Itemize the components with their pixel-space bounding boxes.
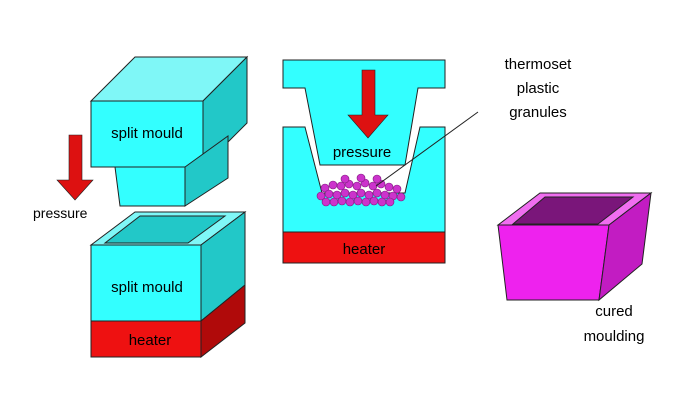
granules-label-line3: granules — [509, 104, 567, 121]
top-split-mould — [89, 55, 249, 207]
pressure-left-label: pressure — [33, 205, 88, 221]
granules-pointer-line — [375, 111, 479, 187]
cured-label-line2: moulding — [584, 328, 645, 345]
bottom-split-mould — [89, 211, 247, 323]
heater-left-label: heater — [129, 332, 172, 349]
split-mould-top-label: split mould — [111, 125, 183, 142]
pressure-arrow-middle — [347, 69, 389, 139]
granules-label-line1: thermoset — [505, 56, 573, 73]
pressure-arrow-left — [56, 134, 94, 201]
heater-middle-label: heater — [343, 241, 386, 258]
granules-label: thermoset plastic granules — [505, 56, 573, 121]
granules-label-line2: plastic — [517, 80, 560, 97]
split-mould-bottom-label: split mould — [111, 279, 183, 296]
thermoset-granules — [316, 173, 406, 207]
heater-middle — [282, 231, 446, 264]
cured-moulding — [496, 191, 653, 302]
heater-left — [90, 283, 246, 359]
pressure-middle-label: pressure — [333, 144, 391, 161]
cured-label-line1: cured — [595, 303, 633, 320]
